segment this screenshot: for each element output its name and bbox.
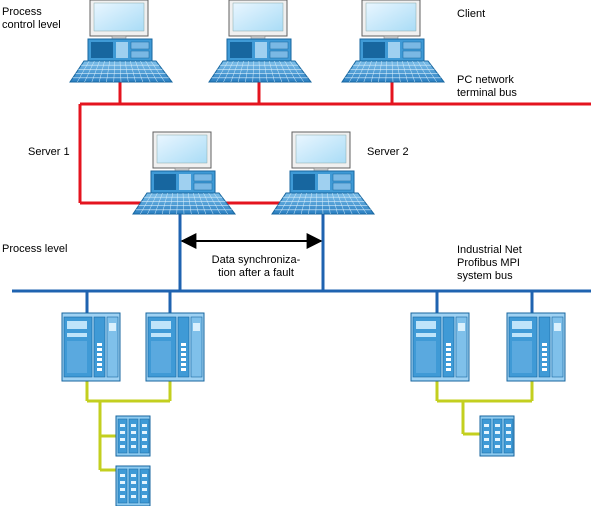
client-label: Client — [457, 8, 486, 20]
industrial-net-line-1: Industrial Net — [457, 244, 522, 256]
keyboard-icon — [132, 192, 237, 215]
monitor-icon — [89, 0, 149, 40]
client-workstation-2 — [208, 0, 313, 83]
pc-network-line-1: PC network — [457, 74, 514, 86]
pc-unit-icon — [289, 170, 355, 194]
pc-unit-icon — [87, 38, 153, 62]
pc-unit-icon — [150, 170, 216, 194]
process-control-level-line-1: Process — [2, 6, 42, 18]
keyboard-icon — [271, 192, 376, 215]
data-sync-line-1: Data synchroniza- — [211, 254, 301, 266]
process-control-level-line-2: control level — [2, 19, 61, 31]
keyboard-icon — [341, 60, 446, 83]
plc-rack-4 — [506, 312, 566, 382]
pc-network-label: PC network terminal bus — [457, 74, 517, 100]
pc-network-line-2: terminal bus — [457, 87, 517, 99]
data-sync-label: Data synchroniza- tion after a fault — [204, 254, 308, 280]
plc-rack-3 — [410, 312, 470, 382]
plc-rack-2 — [145, 312, 205, 382]
pc-unit-icon — [226, 38, 292, 62]
process-control-level-label: Process control level — [2, 6, 61, 32]
industrial-net-line-3: system bus — [457, 270, 513, 282]
process-level-label: Process level — [2, 243, 68, 255]
monitor-icon — [228, 0, 288, 40]
monitor-icon — [152, 131, 212, 172]
monitor-icon — [361, 0, 421, 40]
server-2-workstation — [271, 131, 376, 215]
server-1-workstation — [132, 131, 237, 215]
server-2-label: Server 2 — [367, 146, 409, 158]
industrial-net-line-2: Profibus MPI — [457, 257, 520, 269]
data-sync-line-2: tion after a fault — [218, 267, 294, 279]
server-1-label: Server 1 — [28, 146, 70, 158]
keyboard-icon — [208, 60, 313, 83]
keyboard-icon — [69, 60, 174, 83]
plc-rack-1 — [61, 312, 121, 382]
io-module-2 — [115, 465, 151, 507]
client-workstation-3 — [341, 0, 446, 83]
io-module-1 — [115, 415, 151, 457]
pc-unit-icon — [359, 38, 425, 62]
io-module-3 — [479, 415, 515, 457]
industrial-net-label: Industrial Net Profibus MPI system bus — [457, 244, 522, 283]
monitor-icon — [291, 131, 351, 172]
client-workstation-1 — [69, 0, 174, 83]
